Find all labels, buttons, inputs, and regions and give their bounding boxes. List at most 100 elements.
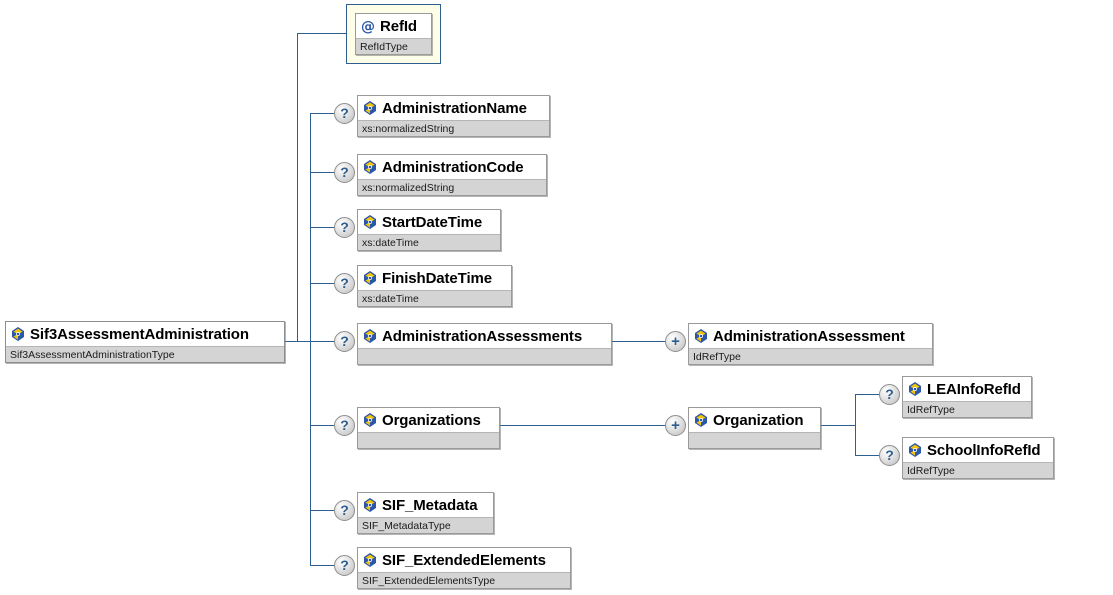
connector-branch-leainforefid [855,394,879,395]
connector-branch-organizations [310,425,334,426]
node-finishdatetime[interactable]: FinishDateTime xs:dateTime [357,265,512,307]
optional-marker-schoolinforefid[interactable]: ? [879,445,900,466]
node-label: StartDateTime [382,213,483,231]
node-name-row: Sif3AssessmentAdministration [6,322,284,346]
node-type: xs:normalizedString [358,120,549,136]
connector-branch-sifmetadata [310,510,334,511]
optional-marker-administrationname[interactable]: ? [334,103,355,124]
optional-marker-sifmetadata[interactable]: ? [334,500,355,521]
connector-attribute-branch-refid [297,33,346,34]
node-sif-metadata[interactable]: SIF_Metadata SIF_MetadataType [357,492,494,534]
connector-branch-startdatetime [310,227,334,228]
node-name-row: StartDateTime [358,210,500,234]
node-label: SIF_Metadata [382,496,478,514]
node-name-row: SchoolInfoRefId [903,438,1053,462]
node-label: LEAInfoRefId [927,380,1021,398]
node-name-row: Organizations [358,408,499,432]
node-name-row: SIF_ExtendedElements [358,548,570,572]
node-type [358,432,499,448]
node-label: Organizations [382,411,481,429]
node-label: Organization [713,411,804,429]
element-diamond-icon [362,159,378,175]
optional-marker-administrationcode[interactable]: ? [334,162,355,183]
connector-administrationassessments-to-child [612,341,665,342]
expand-marker-administrationassessment[interactable]: + [665,331,686,352]
at-sign-icon: @ [360,18,376,34]
svg-text:@: @ [361,19,375,34]
connector-branch-administrationassessments [310,341,334,342]
connector-root-stub [285,341,311,342]
node-name-row: SIF_Metadata [358,493,493,517]
element-diamond-icon [362,552,378,568]
element-diamond-icon [693,412,709,428]
node-label: AdministrationAssessments [382,327,583,345]
node-type: IdRefType [903,462,1053,478]
node-type: Sif3AssessmentAdministrationType [6,346,284,362]
node-administrationassessment[interactable]: AdministrationAssessment IdRefType [688,323,933,365]
node-type: SIF_ExtendedElementsType [358,572,570,588]
node-label: AdministrationName [382,99,527,117]
element-diamond-icon [907,381,923,397]
node-administrationname[interactable]: AdministrationName xs:normalizedString [357,95,550,137]
node-type: RefIdType [356,38,431,54]
connector-branch-administrationname [310,113,334,114]
node-type: xs:dateTime [358,234,500,250]
optional-marker-finishdatetime[interactable]: ? [334,273,355,294]
node-type: IdRefType [903,401,1031,417]
node-label: FinishDateTime [382,269,493,287]
connector-attribute-trunk [297,33,298,342]
element-diamond-icon [362,100,378,116]
element-diamond-icon [907,442,923,458]
expand-marker-organization[interactable]: + [665,415,686,436]
node-name-row: LEAInfoRefId [903,377,1031,401]
node-leainforefid[interactable]: LEAInfoRefId IdRefType [902,376,1032,418]
node-name-row: Organization [689,408,820,432]
node-label: SchoolInfoRefId [927,441,1041,459]
node-name-row: AdministrationAssessments [358,324,611,348]
node-sif-extendedelements[interactable]: SIF_ExtendedElements SIF_ExtendedElement… [357,547,571,589]
optional-marker-leainforefid[interactable]: ? [879,384,900,405]
connector-organization-trunk [855,394,856,456]
node-label: SIF_ExtendedElements [382,551,546,569]
node-type: xs:dateTime [358,290,511,306]
element-diamond-icon [693,328,709,344]
node-type [358,348,611,364]
element-diamond-icon [362,412,378,428]
node-startdatetime[interactable]: StartDateTime xs:dateTime [357,209,501,251]
optional-marker-administrationassessments[interactable]: ? [334,331,355,352]
optional-marker-organizations[interactable]: ? [334,415,355,436]
connector-organization-stub [821,425,856,426]
element-diamond-icon [362,214,378,230]
node-name-row: AdministrationName [358,96,549,120]
optional-marker-startdatetime[interactable]: ? [334,217,355,238]
node-name-row: FinishDateTime [358,266,511,290]
node-organization[interactable]: Organization [688,407,821,449]
node-label: AdministrationCode [382,158,524,176]
node-type: SIF_MetadataType [358,517,493,533]
element-diamond-icon [362,270,378,286]
connector-branch-administrationcode [310,172,334,173]
node-refid[interactable]: @ RefId RefIdType [355,13,432,55]
connector-branch-finishdatetime [310,283,334,284]
node-type: xs:normalizedString [358,179,546,195]
connector-children-trunk [310,113,311,565]
optional-marker-sifextendedelements[interactable]: ? [334,555,355,576]
node-name-row: @ RefId [356,14,431,38]
element-diamond-icon [362,497,378,513]
node-administrationassessments[interactable]: AdministrationAssessments [357,323,612,365]
element-diamond-icon [10,326,26,342]
node-type [689,432,820,448]
node-organizations[interactable]: Organizations [357,407,500,449]
connector-branch-sifextendedelements [310,565,334,566]
node-sif3assessmentadministration[interactable]: Sif3AssessmentAdministration Sif3Assessm… [5,321,285,363]
node-administrationcode[interactable]: AdministrationCode xs:normalizedString [357,154,547,196]
node-name-row: AdministrationCode [358,155,546,179]
node-schoolinforefid[interactable]: SchoolInfoRefId IdRefType [902,437,1054,479]
attribute-frame-refid: @ RefId RefIdType [346,4,441,64]
node-name-row: AdministrationAssessment [689,324,932,348]
element-diamond-icon [362,328,378,344]
node-label: RefId [380,17,418,35]
node-label: AdministrationAssessment [713,327,905,345]
node-type: IdRefType [689,348,932,364]
